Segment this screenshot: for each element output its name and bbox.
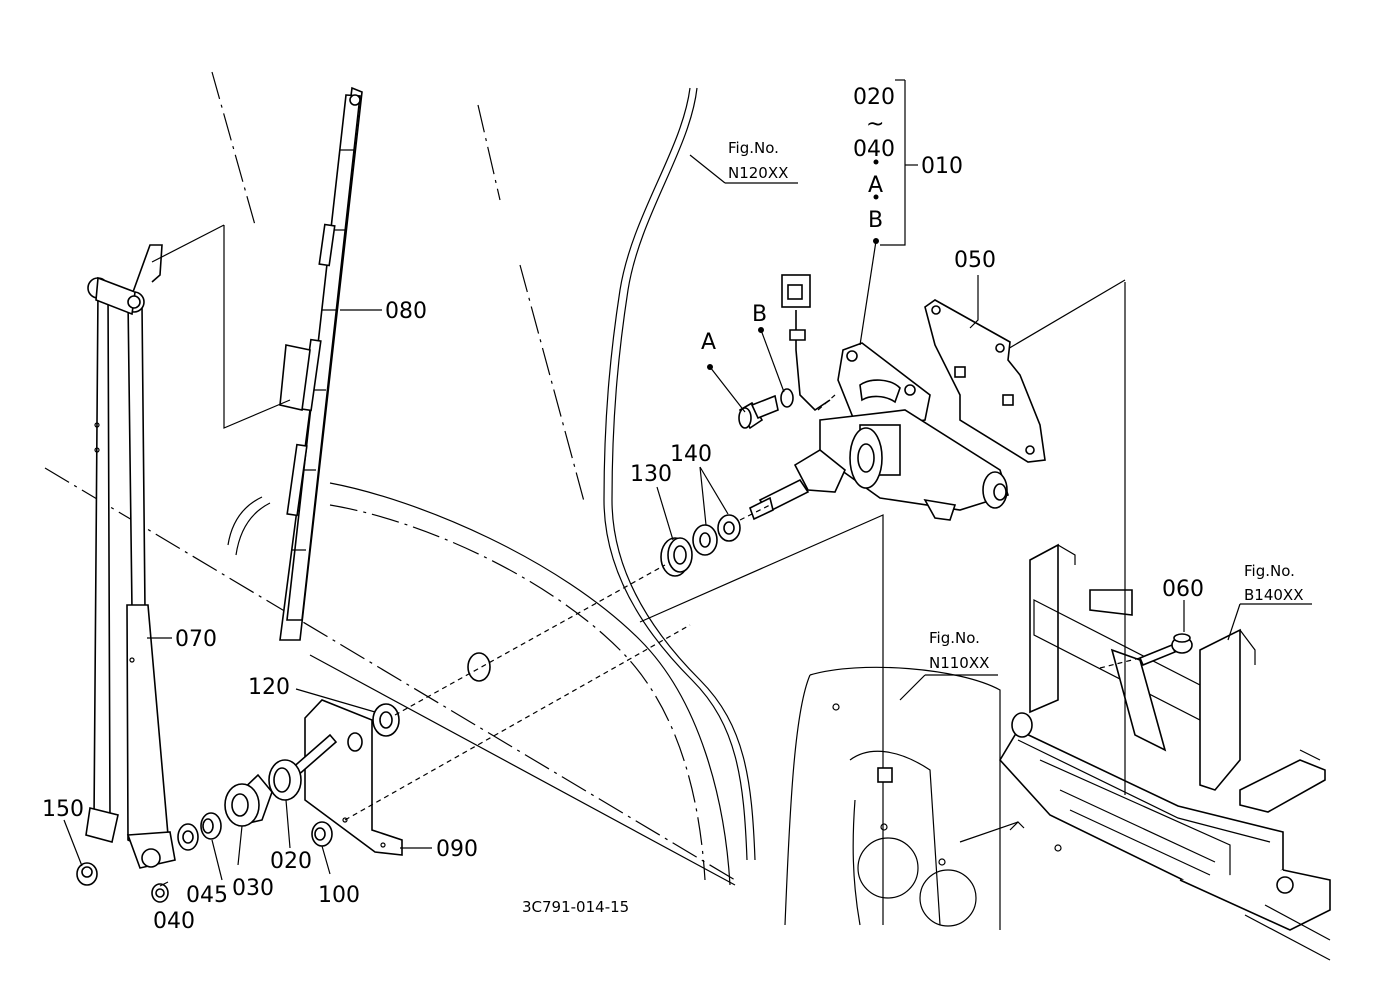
assembly-dot-2 <box>873 194 879 200</box>
part-label-150: 150 <box>42 797 84 822</box>
wiper-motor-010 <box>749 274 1010 521</box>
part-label-090: 090 <box>436 837 478 862</box>
part-label-030: 030 <box>232 876 274 901</box>
part-labels: 020 ~ 040 A B 010 050 080 070 120 090 13… <box>42 85 1204 934</box>
assembly-bottom-label: 040 <box>853 137 895 162</box>
bolt-060 <box>1138 633 1193 667</box>
fig-ref-code: N110XX <box>929 654 989 672</box>
marker-dot-b <box>758 327 764 333</box>
cab-outline <box>44 71 1062 930</box>
bracket-050 <box>924 299 1046 463</box>
marker-label-b: B <box>752 302 767 327</box>
leader-lines <box>63 79 1312 887</box>
bolt-a <box>738 394 779 430</box>
fig-ref-code: N120XX <box>728 164 788 182</box>
nut-045 <box>200 812 222 840</box>
assembly-axes <box>344 394 1141 821</box>
washers-140 <box>692 514 741 556</box>
fig-ref-title: Fig.No. <box>728 139 779 157</box>
wiper-blade-080 <box>151 86 363 641</box>
part-label-080: 080 <box>385 299 427 324</box>
assembly-dot-3 <box>873 238 879 244</box>
part-label-070: 070 <box>175 627 217 652</box>
assembly-top-label: 020 <box>853 85 895 110</box>
fig-ref-title: Fig.No. <box>929 629 980 647</box>
part-label-010: 010 <box>921 154 963 179</box>
part-label-130: 130 <box>630 462 672 487</box>
washer-045-small <box>177 823 199 851</box>
assembly-tilde: ~ <box>866 112 884 137</box>
assembly-sub-a: A <box>868 173 883 198</box>
fig-ref-n110xx: Fig.No. N110XX <box>929 629 989 672</box>
seal-130 <box>660 537 693 577</box>
cap-030 <box>224 773 273 827</box>
part-label-120: 120 <box>248 675 290 700</box>
bushing-020 <box>268 759 302 801</box>
assembly-dot-1 <box>873 159 879 165</box>
fig-ref-n120xx: Fig.No. N120XX <box>728 139 788 182</box>
fig-ref-title: Fig.No. <box>1244 562 1295 580</box>
grommet-hole <box>467 652 491 682</box>
cab-bracket-assembly <box>954 279 1331 961</box>
assembly-sub-b: B <box>868 208 883 233</box>
nut-040 <box>151 883 169 903</box>
part-label-040: 040 <box>153 909 195 934</box>
drawing-number: 3C791-014-15 <box>522 898 629 916</box>
marker-dot-a <box>707 364 713 370</box>
part-label-140: 140 <box>670 442 712 467</box>
washer-b <box>780 388 794 408</box>
fig-ref-code: B140XX <box>1244 586 1303 604</box>
marker-label-a: A <box>701 330 716 355</box>
part-label-060: 060 <box>1162 577 1204 602</box>
cap-nut-150 <box>76 862 98 886</box>
washer-120 <box>372 703 400 737</box>
part-label-100: 100 <box>318 883 360 908</box>
fig-ref-b140xx: Fig.No. B140XX <box>1244 562 1303 604</box>
nut-100 <box>311 821 333 847</box>
wiper-arm-070 <box>85 244 176 869</box>
part-label-045: 045 <box>186 883 228 908</box>
part-label-020: 020 <box>270 849 312 874</box>
part-label-050: 050 <box>954 248 996 273</box>
